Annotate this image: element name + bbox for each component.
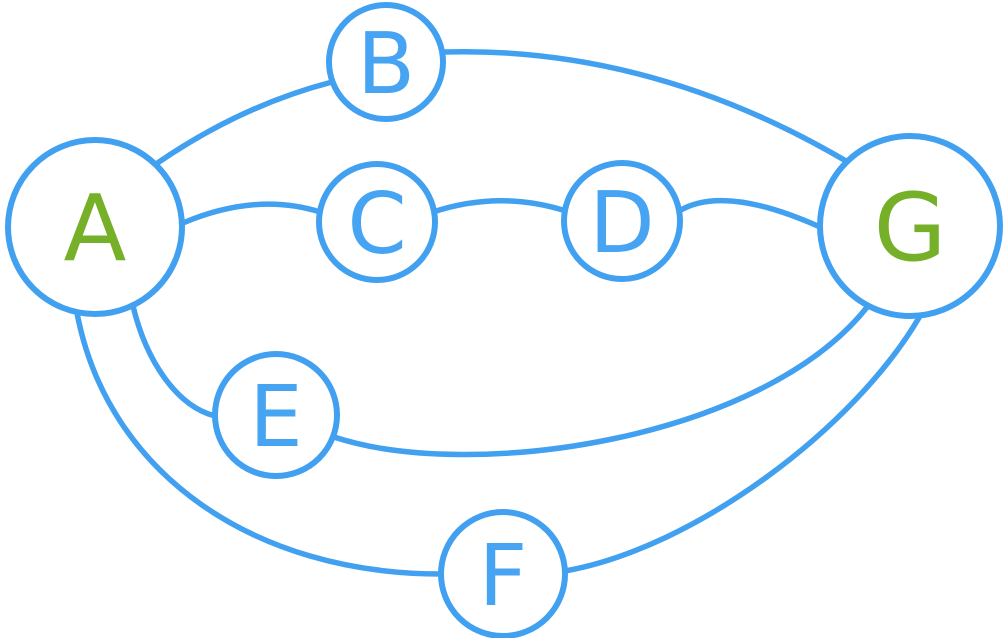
edge-E-G (331, 303, 871, 458)
edge-A-C (180, 201, 323, 226)
node-A[interactable]: A (5, 137, 185, 317)
edge-F-G (562, 313, 923, 574)
node-D-circle[interactable] (561, 160, 683, 282)
node-D-label: D (589, 174, 654, 273)
node-F-circle[interactable] (438, 509, 568, 638)
node-E[interactable]: E (212, 351, 340, 479)
edge-A-B (153, 79, 335, 167)
node-G-circle[interactable] (817, 133, 1003, 319)
edge-A-F (74, 310, 444, 577)
edge-C-D (430, 198, 569, 215)
node-F[interactable]: F (438, 509, 568, 638)
node-G[interactable]: G (817, 133, 1003, 319)
edge-A-E (130, 303, 218, 419)
node-E-label: E (249, 368, 303, 467)
node-C[interactable]: C (316, 161, 438, 283)
node-A-circle[interactable] (5, 137, 185, 317)
node-E-circle[interactable] (212, 351, 340, 479)
node-D[interactable]: D (561, 160, 683, 282)
node-B[interactable]: B (326, 2, 446, 122)
node-F-label: F (479, 527, 528, 626)
node-G-label: G (874, 174, 947, 283)
edge-D-G (676, 197, 823, 230)
node-B-circle[interactable] (326, 2, 446, 122)
node-A-label: A (64, 175, 127, 282)
node-B-label: B (357, 15, 415, 114)
node-C-label: C (347, 175, 406, 274)
edge-B-G (440, 48, 849, 164)
node-C-circle[interactable] (316, 161, 438, 283)
